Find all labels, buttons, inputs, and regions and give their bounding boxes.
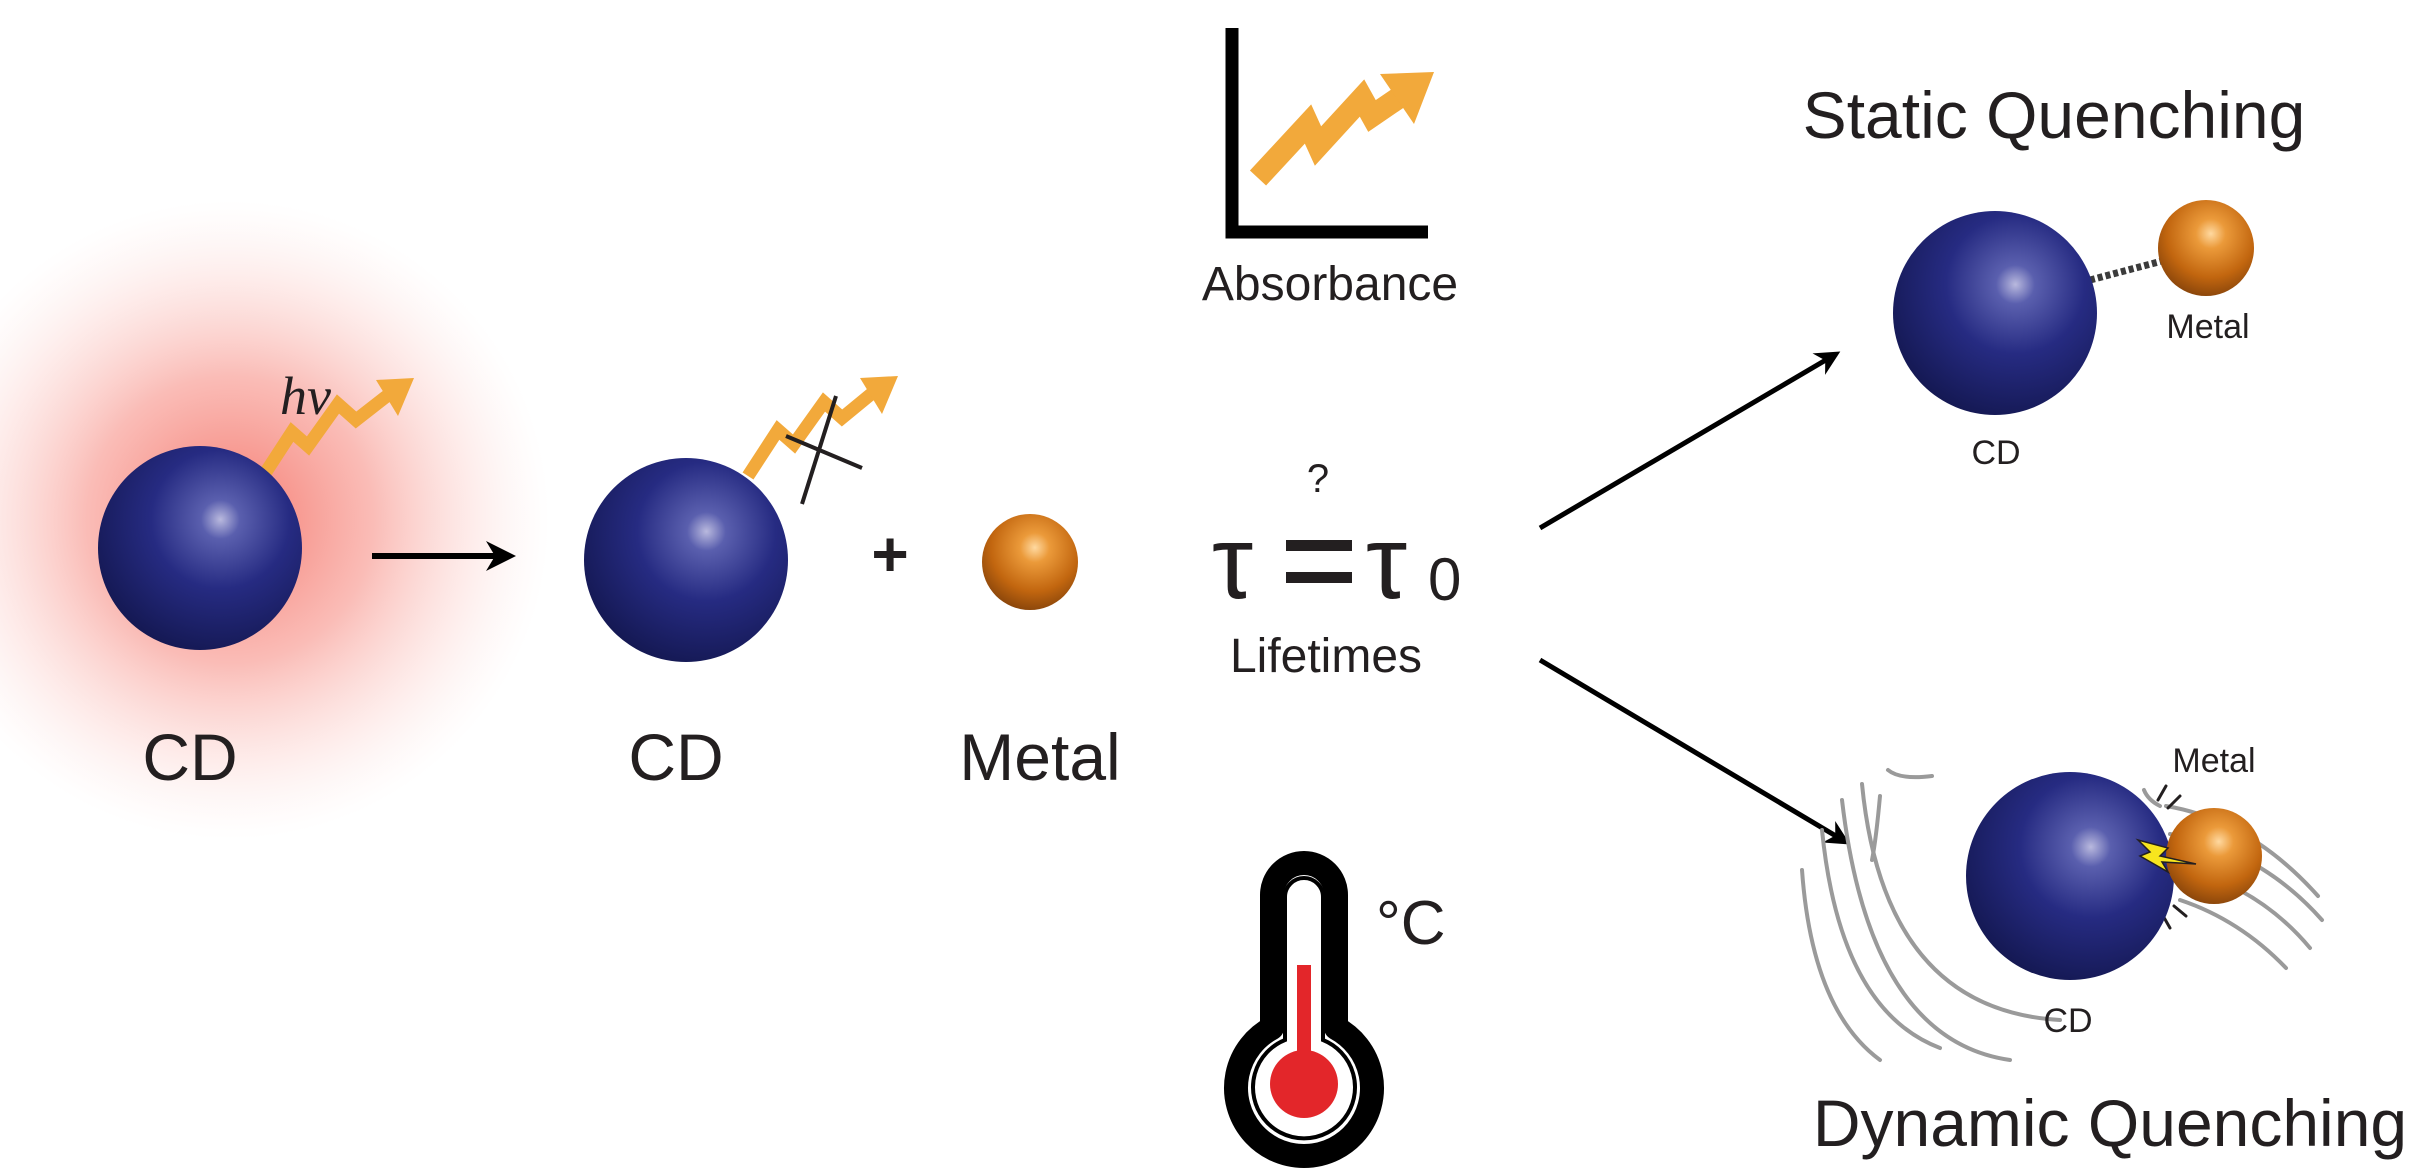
cd-label-static: CD: [1971, 434, 2020, 472]
metal-sphere-middle: [982, 514, 1078, 610]
metal-label-dynamic: Metal: [2172, 742, 2255, 780]
static-bond: [2089, 256, 2167, 284]
cd-sphere-dynamic: [1966, 772, 2174, 980]
tau-symbol: τ: [1212, 505, 1253, 621]
cd-sphere-static: [1893, 211, 2097, 415]
cd-label-left: CD: [142, 720, 237, 794]
motion-lines: [1800, 768, 2324, 1062]
blocked-photon-arrow-icon: [742, 376, 898, 505]
equals-top-bar: [1286, 540, 1352, 551]
photon-label: hν: [280, 366, 331, 426]
lifetimes-label: Lifetimes: [1230, 630, 1422, 683]
plus-sign: +: [871, 518, 908, 590]
photon-arrow-icon: [256, 378, 414, 482]
absorbance-chart-icon: [1225, 28, 1434, 239]
lifetime-equation: τ ? τ 0: [1212, 457, 1461, 621]
temperature-unit: °C: [1376, 889, 1446, 958]
dynamic-branch-arrow: [1538, 657, 1851, 845]
spark-icon: [2135, 838, 2197, 875]
metal-sphere-static: [2158, 200, 2254, 296]
thermometer-icon: [1224, 851, 1384, 1168]
metal-label-middle: Metal: [959, 720, 1120, 794]
tau-zero-subscript: 0: [1428, 546, 1461, 613]
dynamic-quenching-title: Dynamic Quenching: [1813, 1086, 2407, 1160]
static-branch-arrow: [1538, 351, 1841, 531]
cd-sphere-left: [98, 446, 302, 650]
absorbance-label: Absorbance: [1202, 258, 1458, 311]
cd-sphere-middle: [584, 458, 788, 662]
cd-label-middle: CD: [628, 720, 723, 794]
question-mark: ?: [1307, 457, 1329, 501]
equals-bottom-bar: [1286, 572, 1352, 583]
cd-label-dynamic: CD: [2043, 1002, 2092, 1040]
tau-zero-symbol: τ: [1366, 505, 1407, 621]
metal-label-static: Metal: [2166, 308, 2249, 346]
static-quenching-title: Static Quenching: [1803, 78, 2306, 152]
metal-sphere-dynamic: [2166, 808, 2262, 904]
